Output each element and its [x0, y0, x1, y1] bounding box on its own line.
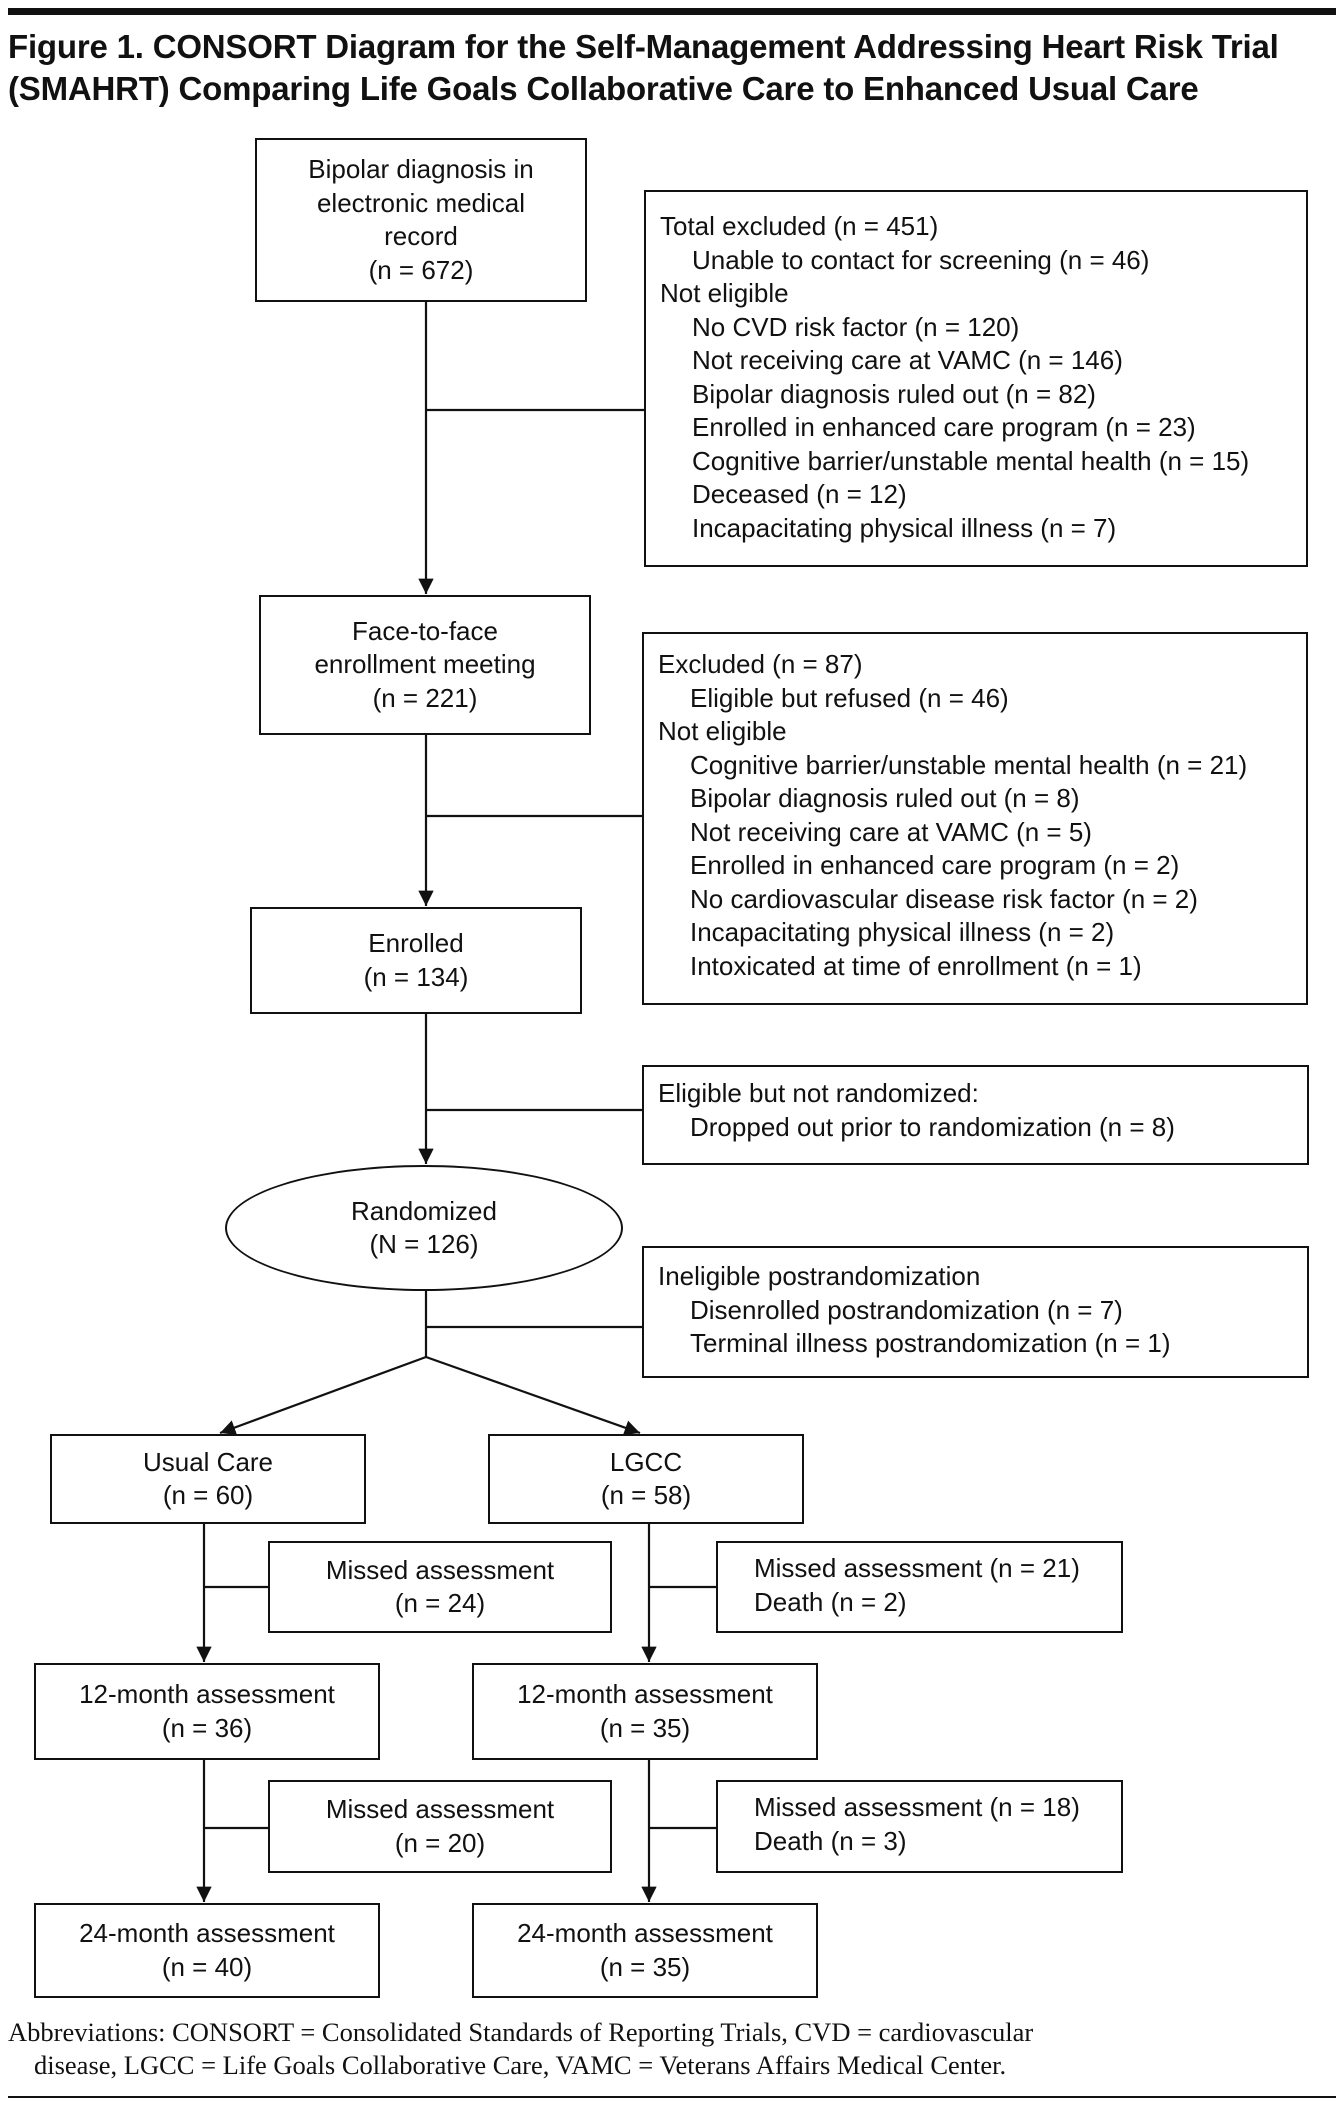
not-randomized-heading: Eligible but not randomized:: [658, 1078, 979, 1108]
excluded-label: Excluded (n = 87): [658, 649, 863, 679]
lgcc-arm-box: LGCC (n = 58): [488, 1434, 804, 1524]
lgcc-missed-24m-box: Missed assessment (n = 18) Death (n = 3): [716, 1780, 1123, 1873]
death-count: Death (n = 3): [754, 1825, 907, 1856]
exclusion-reason: No CVD risk factor (n = 120): [692, 311, 1020, 342]
assessment-12m-count: (n = 36): [161, 1712, 253, 1743]
usual-care-count: (n = 60): [162, 1480, 254, 1510]
lgcc-missed-12m-box: Missed assessment (n = 21) Death (n = 2): [716, 1541, 1123, 1633]
not-randomized-box: Eligible but not randomized: Dropped out…: [642, 1065, 1309, 1165]
exclusion-reason: Not receiving care at VAMC (n = 5): [690, 816, 1092, 847]
bottom-rule: [8, 2096, 1336, 2098]
assessment-12m-label: 12-month assessment: [517, 1679, 773, 1709]
exclusion-reason: Enrolled in enhanced care program (n = 2…: [692, 412, 1196, 442]
ineligible-post-heading: Ineligible postrandomization: [658, 1261, 981, 1291]
assessment-24m-label: 24-month assessment: [79, 1918, 335, 1948]
unable-to-contact-reason: Unable to contact for screening (n = 46): [692, 244, 1150, 275]
exclusion-reason: Incapacitating physical illness (n = 7): [692, 512, 1117, 543]
not-eligible-heading: Not eligible: [658, 716, 787, 746]
randomized-label: Randomized: [351, 1195, 497, 1226]
ineligible-postrandomization-box: Ineligible postrandomization Disenrolled…: [642, 1246, 1309, 1378]
usual-care-12m-assessment-box: 12-month assessment (n = 36): [34, 1663, 380, 1760]
assessment-12m-count: (n = 35): [599, 1712, 691, 1743]
exclusion-reason: Not receiving care at VAMC (n = 146): [692, 345, 1123, 375]
missed-assessment-count: Missed assessment (n = 18): [754, 1792, 1080, 1822]
enrolled-box: Enrolled (n = 134): [250, 907, 582, 1014]
exclusion-reason: Cognitive barrier/unstable mental health…: [690, 749, 1248, 780]
figure-title-line-1: Figure 1. CONSORT Diagram for the Self-M…: [8, 28, 1279, 65]
exclusion-reason: Incapacitating physical illness (n = 2): [690, 917, 1115, 947]
lgcc-24m-assessment-box: 24-month assessment (n = 35): [472, 1903, 818, 1998]
exclusion-reason: Intoxicated at time of enrollment (n = 1…: [690, 950, 1142, 981]
lgcc-count: (n = 58): [600, 1480, 692, 1510]
arrow-to-usual-care: [219, 1355, 427, 1435]
missed-assessment-count: (n = 20): [394, 1827, 486, 1858]
top-rule: [8, 8, 1336, 15]
bipolar-diagnosis-line-1: Bipolar diagnosis in: [308, 154, 534, 184]
missed-assessment-label: Missed assessment: [325, 1794, 555, 1824]
enrollment-meeting-count: (n = 221): [372, 682, 478, 713]
usual-care-missed-24m-box: Missed assessment (n = 20): [268, 1780, 612, 1873]
footnote-line-2: disease, LGCC = Life Goals Collaborative…: [34, 2050, 1007, 2080]
abbreviations-footnote: Abbreviations: CONSORT = Consolidated St…: [8, 2016, 1328, 2082]
not-randomized-reason: Dropped out prior to randomization (n = …: [690, 1111, 1175, 1142]
exclusion-reason: Bipolar diagnosis ruled out (n = 8): [690, 783, 1080, 813]
excluded-at-enrollment-box: Excluded (n = 87) Eligible but refused (…: [642, 632, 1308, 1005]
randomized-ellipse: Randomized (N = 126): [225, 1165, 623, 1291]
bipolar-diagnosis-line-2: electronic medical: [316, 187, 526, 218]
exclusion-reason: Cognitive barrier/unstable mental health…: [692, 445, 1250, 476]
exclusion-reason: Enrolled in enhanced care program (n = 2…: [690, 850, 1180, 880]
assessment-24m-count: (n = 35): [599, 1951, 691, 1982]
lgcc-12m-assessment-box: 12-month assessment (n = 35): [472, 1663, 818, 1760]
enrollment-meeting-line-2: enrollment meeting: [314, 649, 536, 680]
total-excluded-label: Total excluded (n = 451): [660, 211, 939, 241]
enrollment-meeting-line-1: Face-to-face: [352, 615, 498, 646]
bipolar-diagnosis-line-3: record: [384, 221, 458, 251]
exclusion-reason: Bipolar diagnosis ruled out (n = 82): [692, 378, 1096, 409]
enrolled-label: Enrolled: [368, 928, 464, 958]
randomized-count: (N = 126): [369, 1229, 479, 1259]
ineligible-post-reason: Terminal illness postrandomization (n = …: [690, 1328, 1171, 1358]
assessment-24m-count: (n = 40): [161, 1951, 253, 1982]
total-excluded-box: Total excluded (n = 451) Unable to conta…: [644, 190, 1308, 567]
usual-care-missed-12m-box: Missed assessment (n = 24): [268, 1541, 612, 1633]
figure-title-line-2: (SMAHRT) Comparing Life Goals Collaborat…: [8, 70, 1199, 107]
missed-assessment-count: Missed assessment (n = 21): [754, 1553, 1080, 1583]
exclusion-reason: No cardiovascular disease risk factor (n…: [690, 883, 1198, 914]
arrow-to-lgcc: [425, 1355, 641, 1436]
not-eligible-heading: Not eligible: [660, 278, 789, 308]
usual-care-label: Usual Care: [142, 1446, 274, 1477]
figure-title: Figure 1. CONSORT Diagram for the Self-M…: [8, 26, 1338, 110]
exclusion-reason: Deceased (n = 12): [692, 479, 907, 509]
bipolar-diagnosis-box: Bipolar diagnosis in electronic medical …: [255, 138, 587, 302]
usual-care-arm-box: Usual Care (n = 60): [50, 1434, 366, 1524]
ineligible-post-reason: Disenrolled postrandomization (n = 7): [690, 1294, 1123, 1325]
missed-assessment-count: (n = 24): [394, 1588, 486, 1618]
enrollment-meeting-box: Face-to-face enrollment meeting (n = 221…: [259, 595, 591, 735]
assessment-12m-label: 12-month assessment: [79, 1679, 335, 1709]
eligible-refused-reason: Eligible but refused (n = 46): [690, 682, 1009, 713]
usual-care-24m-assessment-box: 24-month assessment (n = 40): [34, 1903, 380, 1998]
assessment-24m-label: 24-month assessment: [517, 1918, 773, 1948]
enrolled-count: (n = 134): [363, 961, 469, 992]
missed-assessment-label: Missed assessment: [325, 1554, 555, 1585]
death-count: Death (n = 2): [754, 1586, 907, 1617]
bipolar-diagnosis-count: (n = 672): [368, 254, 474, 285]
lgcc-label: LGCC: [609, 1446, 683, 1477]
footnote-line-1: Abbreviations: CONSORT = Consolidated St…: [8, 2017, 1034, 2047]
